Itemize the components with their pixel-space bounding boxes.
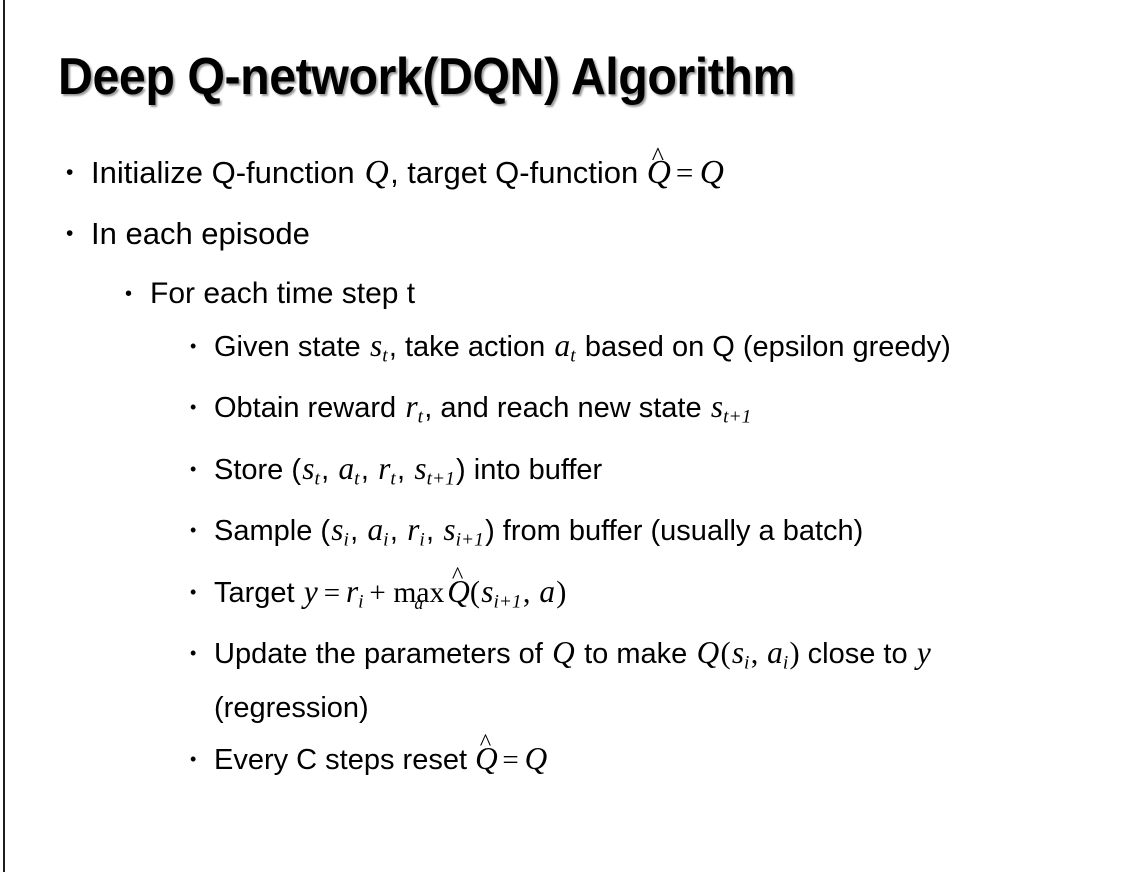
bullet-text: Obtain reward rt, and reach new state st… <box>214 389 752 428</box>
bullet-every-c-steps-reset: •Every C steps reset ^Q=Q <box>0 729 1124 789</box>
bullet-marker-icon: • <box>66 222 74 245</box>
math-subscripted-symbol: at <box>338 450 360 490</box>
math-subscript: t <box>417 406 424 428</box>
math-subscripted-symbol: st <box>302 450 320 490</box>
bullet-marker-icon: • <box>190 336 197 356</box>
math-subscript: i <box>782 652 789 674</box>
math-delimiter: ) <box>789 636 800 671</box>
math-subscripted-symbol: si <box>731 635 750 674</box>
math-symbol: a <box>539 573 556 609</box>
math-delimiter: ( <box>720 636 731 671</box>
math-subscript: t+1 <box>723 406 752 428</box>
math-delimiter: ( <box>469 574 480 609</box>
math-subscripted-symbol: st+1 <box>414 450 455 490</box>
math-subscript: i <box>419 529 425 551</box>
bullet-marker-icon: • <box>66 161 74 184</box>
math-symbol: y <box>303 573 318 609</box>
math-subscript: t <box>354 468 360 490</box>
bullet-marker-icon: • <box>190 581 197 602</box>
math-subscripted-symbol: rt <box>378 450 396 490</box>
math-max-underscript: a <box>414 593 424 614</box>
bullet-in-each-episode: • In each episode <box>0 203 1124 264</box>
math-subscripted-symbol: st <box>370 328 388 367</box>
bullet-text: Store (st, at, rt, st+1) into buffer <box>214 450 603 490</box>
bullet-marker-icon: • <box>190 458 197 479</box>
bullet-sample-from-buffer: • Sample (si, ai, ri, si+1) from buffer (… <box>0 508 1124 569</box>
math-operator: + <box>369 576 386 609</box>
bullet-text: Given state st, take action at based on … <box>214 328 951 367</box>
math-subscripted-symbol: si+1 <box>443 512 484 551</box>
math-subscripted-symbol: st+1 <box>710 389 752 428</box>
math-subscript: i <box>383 529 389 551</box>
math-subscript: t+1 <box>426 468 455 490</box>
bullet-marker-icon: • <box>190 748 197 769</box>
math-subscript: i <box>358 591 364 613</box>
math-symbol: y <box>916 635 931 671</box>
math-operator: = <box>502 743 519 776</box>
bullet-text: Sample (si, ai, ri, si+1) from buffer (u… <box>214 512 864 551</box>
bullet-text: In each episode <box>91 216 310 251</box>
math-operator: = <box>675 155 694 190</box>
math-subscript: i+1 <box>455 529 484 551</box>
bullet-list: • Initialize Q-function Q, target Q-funct… <box>0 142 1124 789</box>
math-subscript: i <box>744 652 750 674</box>
bullet-text: For each time step t <box>150 277 416 310</box>
bullet-initialize-q-function: • Initialize Q-function Q, target Q-funct… <box>0 142 1124 203</box>
bullet-for-each-time-step: • For each time step t <box>0 264 1124 324</box>
math-delimiter: , <box>522 574 539 609</box>
math-subscript: t <box>390 468 396 490</box>
math-subscript: t <box>382 345 388 367</box>
math-subscripted-symbol: ri <box>407 512 425 551</box>
math-symbol: Q <box>364 154 389 191</box>
bullet-store-into-buffer: • Store (st, at, rt, st+1) into buffer <box>0 447 1124 508</box>
hat-accent: ^ <box>451 562 464 590</box>
math-symbol: Q <box>552 635 575 671</box>
math-subscript: t <box>314 468 320 490</box>
math-subscripted-symbol: si <box>331 512 349 551</box>
math-subscript: i <box>343 529 349 551</box>
page-title: Deep Q-network(DQN) Algorithm <box>58 48 795 106</box>
bullet-obtain-reward: • Obtain reward rt, and reach new state s… <box>0 385 1124 446</box>
math-hat-symbol: ^Q <box>646 142 671 191</box>
hat-accent: ^ <box>651 142 665 171</box>
math-operator: = <box>323 576 341 609</box>
math-subscripted-symbol: ri <box>345 573 364 613</box>
bullet-marker-icon: • <box>125 283 133 305</box>
bullet-marker-icon: • <box>190 643 197 664</box>
slide-left-border <box>3 0 5 872</box>
math-subscripted-symbol: ai <box>367 512 389 551</box>
math-subscripted-symbol: at <box>554 328 576 367</box>
bullet-marker-icon: • <box>190 520 197 541</box>
math-symbol: Q <box>699 154 724 191</box>
bullet-text: Update the parameters of Q to make Q(si,… <box>214 635 931 724</box>
math-subscript: t <box>570 345 576 367</box>
math-subscripted-symbol: rt <box>405 389 424 428</box>
math-symbol: Q <box>524 740 548 776</box>
math-subscript: i+1 <box>493 591 522 613</box>
math-delimiter: ) <box>556 574 567 609</box>
math-hat-symbol: ^Q <box>447 562 470 609</box>
math-symbol: Q <box>696 635 720 671</box>
bullet-given-state-take-action: •Given state st, take action at based on… <box>0 324 1124 385</box>
hat-accent: ^ <box>479 729 492 757</box>
bullet-update-parameters: • Update the parameters of Q to make Q(si… <box>0 631 1124 736</box>
math-subscripted-symbol: si+1 <box>481 573 522 613</box>
math-hat-symbol: ^Q <box>475 729 498 776</box>
bullet-marker-icon: • <box>190 397 197 418</box>
math-subscripted-symbol: ai <box>767 635 789 674</box>
bullet-text: Every C steps reset ^Q=Q <box>214 729 548 776</box>
bullet-text: Initialize Q-function Q, target Q-functi… <box>91 142 724 191</box>
math-delimiter: , <box>750 636 766 671</box>
